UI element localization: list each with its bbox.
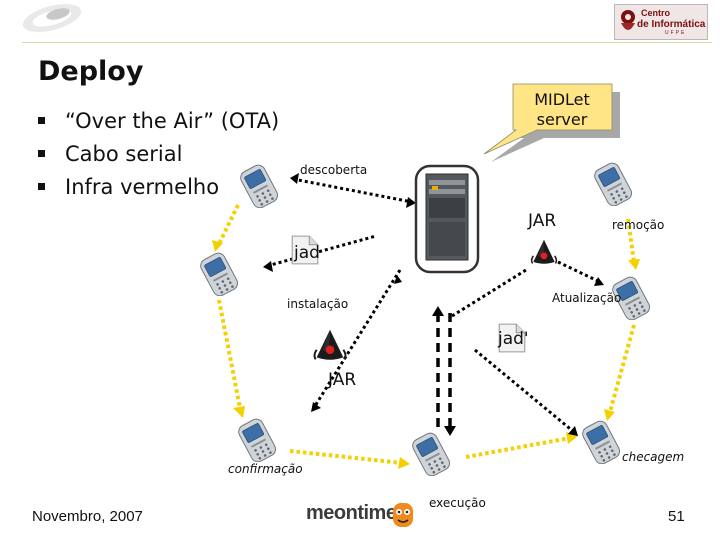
bullet-square-icon: [38, 117, 45, 124]
connection-arrowheads: [263, 173, 604, 436]
phone-icon: [591, 162, 635, 206]
label-remocao: remoção: [612, 218, 665, 232]
vertical-arrowhead-down: [444, 426, 456, 436]
label-jad-prime: jad': [498, 329, 529, 349]
label-atualizacao: Atualização: [552, 291, 622, 305]
partner-logo-text: meontime: [306, 502, 397, 524]
bullet-item: Cabo serial: [38, 137, 279, 170]
bullet-item: Infra vermelho: [38, 170, 279, 203]
connection-arrows: [266, 177, 601, 434]
header-divider: [22, 42, 712, 43]
phone-icon: [197, 252, 241, 296]
institution-line3: UFPE: [665, 30, 687, 36]
header-logo: [22, 4, 82, 32]
bullet-text: Cabo serial: [65, 141, 183, 166]
institution-line2: de Informática: [637, 19, 706, 30]
cycle-arrows: [217, 204, 636, 465]
callout-line2: server: [536, 110, 588, 129]
bullet-text: “Over the Air” (OTA): [65, 108, 280, 133]
label-instalacao: instalação: [287, 297, 349, 311]
partner-logo-mascot-icon: [393, 503, 413, 527]
bullet-item: “Over the Air” (OTA): [38, 104, 279, 137]
bullet-list: “Over the Air” (OTA) Cabo serial Infra v…: [38, 104, 279, 203]
bullet-text: Infra vermelho: [65, 174, 220, 199]
label-confirmacao: confirmação: [228, 462, 303, 476]
label-checagem: checagem: [622, 450, 685, 464]
label-jar-top: JAR: [528, 211, 557, 231]
phone-icon: [409, 432, 453, 476]
cycle-arrowheads: [212, 240, 640, 469]
callout-bubble: [483, 83, 620, 162]
label-jad: jad: [294, 243, 320, 263]
java-duke-icon: [530, 238, 558, 265]
institution-logo: Centro de Informática UFPE: [614, 4, 708, 40]
bullet-square-icon: [38, 150, 45, 157]
footer-date: Novembro, 2007: [32, 508, 143, 525]
server-icon: [414, 164, 480, 274]
bullet-square-icon: [38, 183, 45, 190]
label-jar-center: JAR: [328, 370, 357, 390]
vertical-arrowhead-up: [432, 306, 444, 316]
institution-line1: Centro: [641, 8, 670, 18]
java-duke-icon: [313, 328, 347, 361]
label-execucao: execução: [429, 496, 486, 510]
institution-emblem-icon: [621, 10, 635, 30]
slide-title: Deploy: [38, 56, 144, 87]
label-descoberta: descoberta: [300, 163, 368, 177]
phone-icon: [235, 418, 279, 462]
page-number: 51: [668, 508, 685, 525]
partner-logo: meontime: [304, 498, 416, 534]
phone-icon: [579, 420, 623, 464]
vertical-dashed-links: [436, 313, 452, 428]
callout-line1: MIDLet: [534, 90, 590, 109]
